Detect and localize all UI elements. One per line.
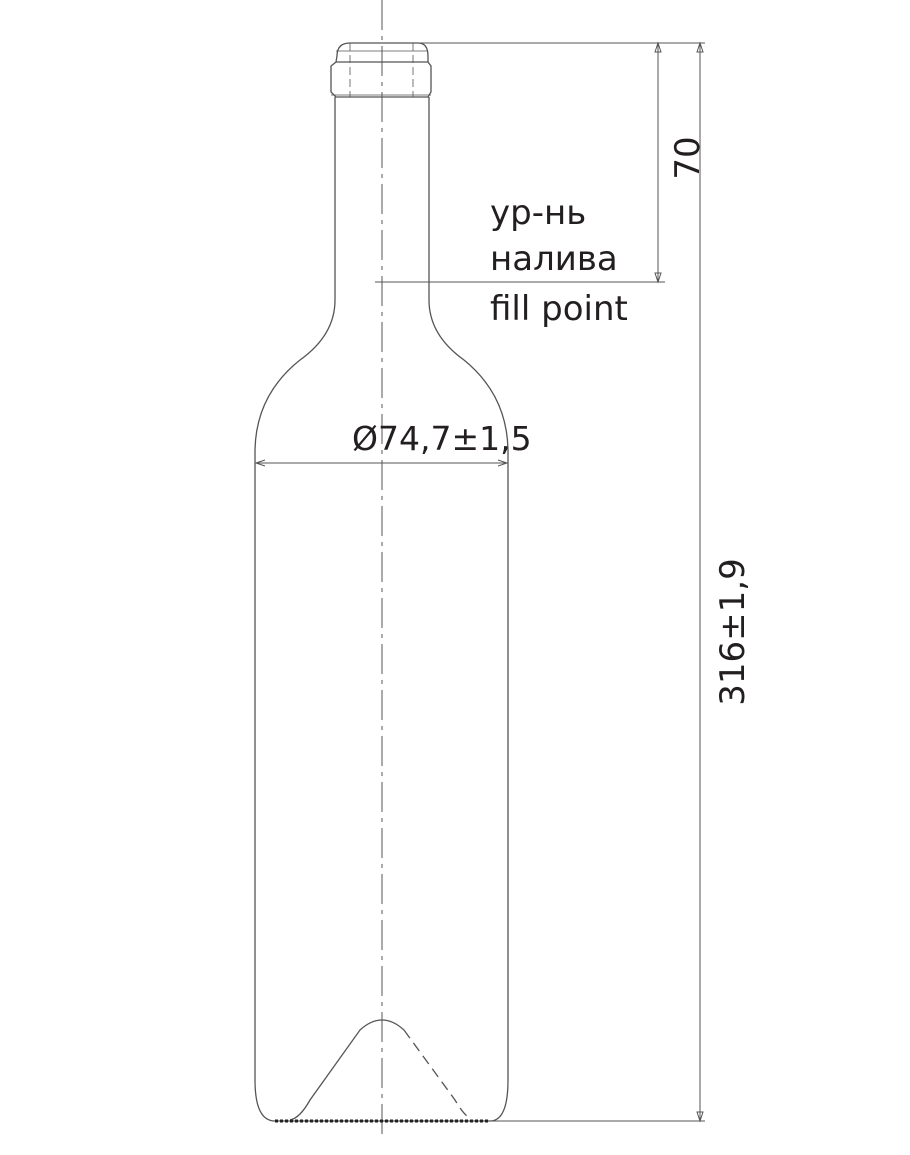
diameter-label: Ø74,7±1,5	[352, 419, 532, 458]
bottle-finish	[330, 42, 432, 98]
total-height-label: 316±1,9	[713, 558, 753, 706]
bottle-punt	[289, 1019, 405, 1121]
fill-height-label: 70	[668, 136, 708, 180]
fill-level-label-ru-1: ур-нь	[490, 193, 587, 233]
fill-point-label: fill point	[490, 289, 628, 329]
fill-level-label-ru-2: налива	[490, 239, 618, 279]
